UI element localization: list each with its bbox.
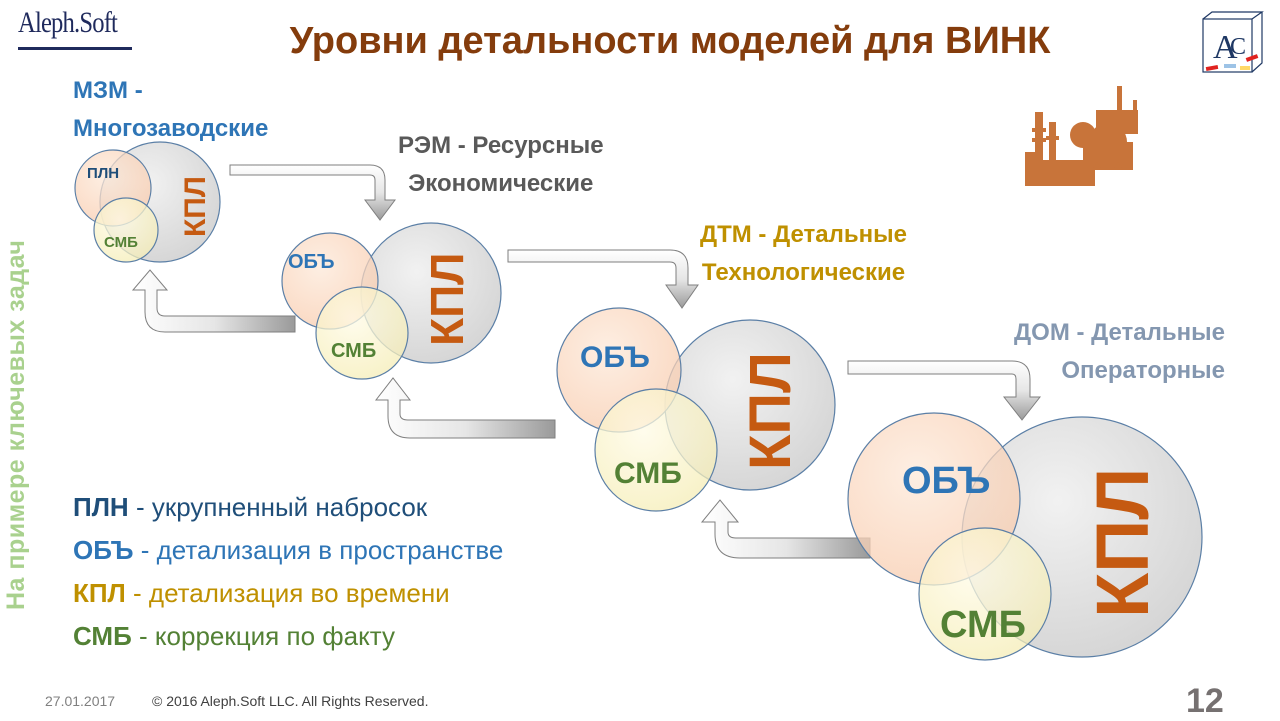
label-smb: СМБ xyxy=(104,234,138,251)
legend-desc: - коррекция по факту xyxy=(131,621,395,651)
arrow-forward-1 xyxy=(229,164,396,221)
legend-item-kpl: КПЛ - детализация во времени xyxy=(73,572,503,615)
venn-group-dom: ОБЪ СМБ КПЛ xyxy=(847,412,1203,661)
label-kpl: КПЛ xyxy=(179,176,212,237)
level-label-line: РЭМ - Ресурсные xyxy=(398,132,604,159)
level-label-mzm: МЗМ - Многозаводские xyxy=(73,72,268,148)
label-obj: ОБЪ xyxy=(580,341,650,374)
level-label-line: Операторные xyxy=(1061,357,1225,384)
level-label-rem: РЭМ - Ресурсные Экономические xyxy=(398,127,604,203)
legend: ПЛН - укрупненный набросок ОБЪ - детализ… xyxy=(73,486,503,658)
arrow-back-2 xyxy=(374,377,556,439)
legend-key: ПЛН xyxy=(73,492,129,522)
circle-smb xyxy=(918,527,1052,661)
level-label-dtm: ДТМ - Детальные Технологические xyxy=(700,216,907,292)
svg-text:A: A xyxy=(1213,29,1238,66)
legend-desc: - детализация во времени xyxy=(125,578,450,608)
level-label-line: ДТМ - Детальные xyxy=(700,221,907,248)
arrow-forward-3 xyxy=(847,360,1042,421)
footer-copyright: © 2016 Aleph.Soft LLC. All Rights Reserv… xyxy=(152,693,429,709)
circle-smb xyxy=(594,388,718,512)
label-kpl: КПЛ xyxy=(738,352,803,470)
level-label-line: ДОМ - Детальные xyxy=(1014,319,1225,346)
legend-item-obj: ОБЪ - детализация в пространстве xyxy=(73,529,503,572)
arrow-forward-2 xyxy=(507,249,699,309)
label-smb: СМБ xyxy=(940,604,1026,646)
label-kpl: КПЛ xyxy=(1081,468,1164,618)
circle-smb xyxy=(315,286,409,380)
page-title: Уровни детальности моделей для ВИНК xyxy=(289,20,1051,62)
side-caption: На примере ключевых задач xyxy=(2,239,30,610)
venn-group-rem: ОБЪ СМБ КПЛ xyxy=(281,222,502,380)
legend-key: КПЛ xyxy=(73,578,126,608)
legend-item-smb: СМБ - коррекция по факту xyxy=(73,615,503,658)
label-kpl: КПЛ xyxy=(421,253,473,346)
legend-key: СМБ xyxy=(73,621,132,651)
venn-group-dtm: ОБЪ СМБ КПЛ xyxy=(556,307,836,512)
label-smb: СМБ xyxy=(331,340,376,362)
industrial-plant-icon xyxy=(1025,86,1138,186)
aleph-soft-logo: Aleph.Soft xyxy=(18,6,118,39)
level-label-line: Многозаводские xyxy=(73,115,269,142)
page-number: 12 xyxy=(1186,682,1224,720)
legend-desc: - укрупненный набросок xyxy=(128,492,428,522)
arrow-back-1 xyxy=(131,269,296,333)
level-label-dom: ДОМ - Детальные Операторные xyxy=(975,314,1225,390)
label-smb: СМБ xyxy=(614,457,682,490)
arrow-back-3 xyxy=(700,499,871,559)
circle-smb xyxy=(93,197,159,263)
legend-key: ОБЪ xyxy=(73,535,134,565)
svg-text:C: C xyxy=(1230,34,1246,60)
label-pln: ПЛН xyxy=(87,165,119,182)
legend-item-pln: ПЛН - укрупненный набросок xyxy=(73,486,503,529)
venn-group-mzm: ПЛН СМБ КПЛ xyxy=(74,141,221,263)
label-obj: ОБЪ xyxy=(902,460,990,502)
legend-desc: - детализация в пространстве xyxy=(133,535,504,565)
company-cube-logo-icon: A C xyxy=(1202,11,1264,73)
level-label-line: Технологические xyxy=(701,259,906,286)
footer-date: 27.01.2017 xyxy=(45,693,116,709)
label-obj: ОБЪ xyxy=(288,251,335,273)
level-label-line: Экономические xyxy=(408,170,594,197)
logo-underline xyxy=(18,47,132,50)
level-label-line: МЗМ - xyxy=(73,77,143,104)
